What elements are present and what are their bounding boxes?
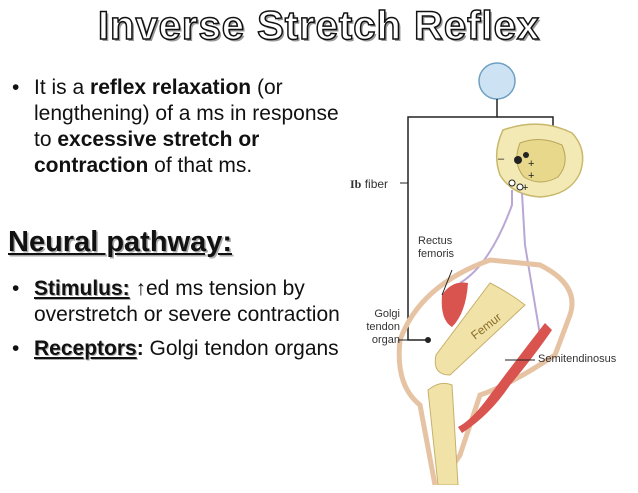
inhibitory-sign: – <box>498 153 505 165</box>
rectus-femoris-label: Rectus femoris <box>418 235 455 260</box>
bullet-definition: •It is a reflex relaxation (or lengtheni… <box>12 76 339 177</box>
spinal-cord-gray-matter <box>516 139 566 183</box>
bullet-stimulus: •Stimulus: ↑ed ms tension by overstretch… <box>12 277 340 326</box>
rectus-femoris-muscle <box>441 282 468 327</box>
motor-nerve-rectus <box>459 190 513 284</box>
bullet-dot: • <box>12 76 20 99</box>
rectus-pointer <box>441 269 453 296</box>
pathway-bullets: •Stimulus: ↑ed ms tension by overstretch… <box>12 276 357 362</box>
bullet-dot: • <box>12 277 20 300</box>
excitatory-sign: + <box>528 158 534 170</box>
neural-pathway-heading: Neural pathway: <box>8 226 232 258</box>
femur-bone <box>434 282 526 376</box>
ib-fiber-label: Ib fiber <box>350 177 389 191</box>
golgi-tendon-organ-label: Golgi tendon organ <box>366 308 400 346</box>
excitatory-sign: + <box>528 170 534 182</box>
motor-nerve-semitendinosus <box>521 192 541 336</box>
slide-title: Inverse Stretch Reflex <box>97 3 541 49</box>
semitendinosus-label: Semitendinosus <box>538 353 617 365</box>
semitendinosus-muscle <box>458 323 552 433</box>
reflex-diagram: – + + + Femur <box>396 62 584 485</box>
leg-outline-front <box>396 339 438 485</box>
golgi-tendon-organ-marker <box>425 337 431 343</box>
sensory-neuron-body <box>478 62 516 100</box>
interneuron-dot <box>514 156 522 164</box>
tibia-bone <box>427 382 459 485</box>
motor-neuron-dot <box>516 183 524 191</box>
excitatory-sign: + <box>522 182 528 194</box>
bullet-receptors: •Receptors: Golgi tendon organs <box>12 337 339 360</box>
intro-bullets: •It is a reflex relaxation (or lengtheni… <box>12 75 357 179</box>
motor-neuron-dot <box>508 179 516 187</box>
bullet-dot: • <box>12 337 20 360</box>
interneuron-dot <box>523 152 529 158</box>
